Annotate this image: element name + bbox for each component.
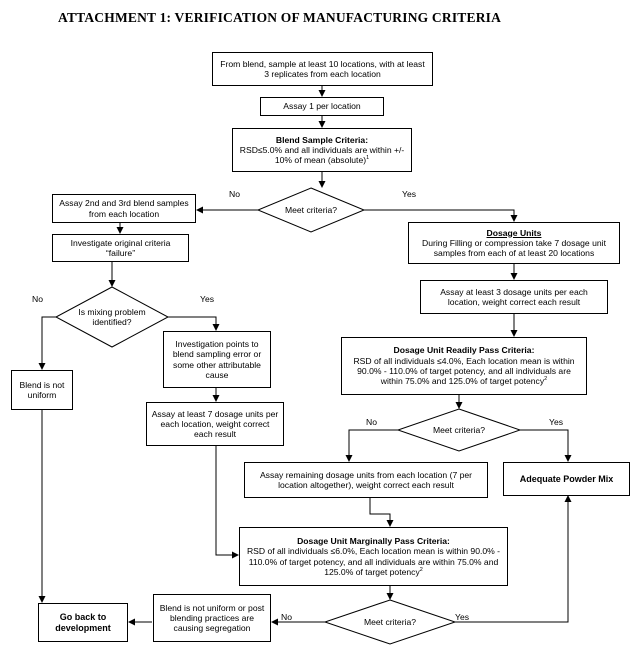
yes-label-4: Yes bbox=[455, 612, 470, 622]
no-label-3: No bbox=[366, 417, 377, 427]
page-title: ATTACHMENT 1: VERIFICATION OF MANUFACTUR… bbox=[58, 10, 502, 25]
adequate-mix-text: Adequate Powder Mix bbox=[519, 473, 614, 484]
sample-blend-text: From blend, sample at least 10 locations… bbox=[220, 58, 425, 79]
assay-one-text: Assay 1 per location bbox=[283, 101, 361, 112]
blend-segregation-text: Blend is not uniform or post blending pr… bbox=[159, 602, 265, 634]
assay-3-units-box: Assay at least 3 dosage units per each l… bbox=[420, 280, 608, 314]
no-label-4: No bbox=[281, 612, 292, 622]
dosage-units-heading: Dosage Units bbox=[486, 227, 542, 238]
mixing-problem-text: Is mixing problem identified? bbox=[78, 306, 146, 327]
marginally-pass-heading: Dosage Unit Marginally Pass Criteria: bbox=[297, 535, 450, 546]
blend-criteria-text: RSD≤5.0% and all individuals are within … bbox=[239, 144, 405, 166]
yes-label-1: Yes bbox=[402, 189, 417, 199]
meet-criteria-2-text: Meet criteria? bbox=[432, 424, 486, 435]
marginally-pass-box: Dosage Unit Marginally Pass Criteria: RS… bbox=[239, 527, 508, 586]
blend-criteria-box: Blend Sample Criteria: RSD≤5.0% and all … bbox=[232, 128, 412, 172]
no-label-1: No bbox=[229, 189, 240, 199]
yes-label-2: Yes bbox=[200, 294, 215, 304]
assay-remaining-text: Assay remaining dosage units from each l… bbox=[259, 469, 473, 490]
readily-pass-footnote: 2 bbox=[544, 376, 548, 383]
sample-blend-box: From blend, sample at least 10 locations… bbox=[212, 52, 433, 86]
marginally-pass-text: RSD of all individuals ≤6.0%, Each locat… bbox=[246, 546, 501, 577]
meet-criteria-1-text: Meet criteria? bbox=[284, 204, 338, 215]
blend-segregation-box: Blend is not uniform or post blending pr… bbox=[153, 594, 271, 642]
assay-one-box: Assay 1 per location bbox=[260, 97, 384, 116]
assay-3-units-text: Assay at least 3 dosage units per each l… bbox=[440, 286, 588, 307]
blend-not-uniform-text: Blend is not uniform bbox=[19, 379, 65, 400]
decision-diamond-1 bbox=[256, 187, 366, 233]
investigate-original-text: Investigate original criteria “failure” bbox=[70, 237, 171, 258]
adequate-mix-box: Adequate Powder Mix bbox=[503, 462, 630, 496]
investigation-points-text: Investigation points to blend sampling e… bbox=[172, 338, 262, 380]
assay-remaining-box: Assay remaining dosage units from each l… bbox=[244, 462, 488, 498]
blend-criteria-heading: Blend Sample Criteria: bbox=[275, 134, 369, 145]
go-back-box: Go back to development bbox=[38, 603, 128, 642]
blend-not-uniform-box: Blend is not uniform bbox=[11, 370, 73, 410]
readily-pass-box: Dosage Unit Readily Pass Criteria: RSD o… bbox=[341, 337, 587, 395]
dosage-units-box: Dosage Units During Filling or compressi… bbox=[408, 222, 620, 264]
decision-diamond-2 bbox=[54, 286, 170, 348]
no-label-2: No bbox=[32, 294, 43, 304]
go-back-text: Go back to development bbox=[55, 611, 111, 633]
readily-pass-heading: Dosage Unit Readily Pass Criteria: bbox=[393, 345, 535, 356]
investigation-points-box: Investigation points to blend sampling e… bbox=[163, 331, 271, 388]
blend-criteria-footnote: 1 bbox=[366, 155, 370, 162]
investigate-original-box: Investigate original criteria “failure” bbox=[52, 234, 189, 262]
assay-2nd-3rd-text: Assay 2nd and 3rd blend samples from eac… bbox=[59, 198, 189, 219]
marginally-pass-footnote: 2 bbox=[419, 566, 423, 573]
assay-7-units-box: Assay at least 7 dosage units per each l… bbox=[146, 402, 284, 446]
decision-diamond-3 bbox=[396, 408, 522, 452]
decision-diamond-4 bbox=[323, 599, 457, 645]
readily-pass-text: RSD of all individuals ≤4.0%, Each locat… bbox=[353, 355, 575, 387]
meet-criteria-3-text: Meet criteria? bbox=[363, 616, 417, 627]
dosage-units-text: During Filling or compression take 7 dos… bbox=[422, 237, 606, 259]
assay-2nd-3rd-box: Assay 2nd and 3rd blend samples from eac… bbox=[52, 194, 196, 223]
assay-7-units-text: Assay at least 7 dosage units per each l… bbox=[151, 408, 279, 440]
yes-label-3: Yes bbox=[549, 417, 564, 427]
